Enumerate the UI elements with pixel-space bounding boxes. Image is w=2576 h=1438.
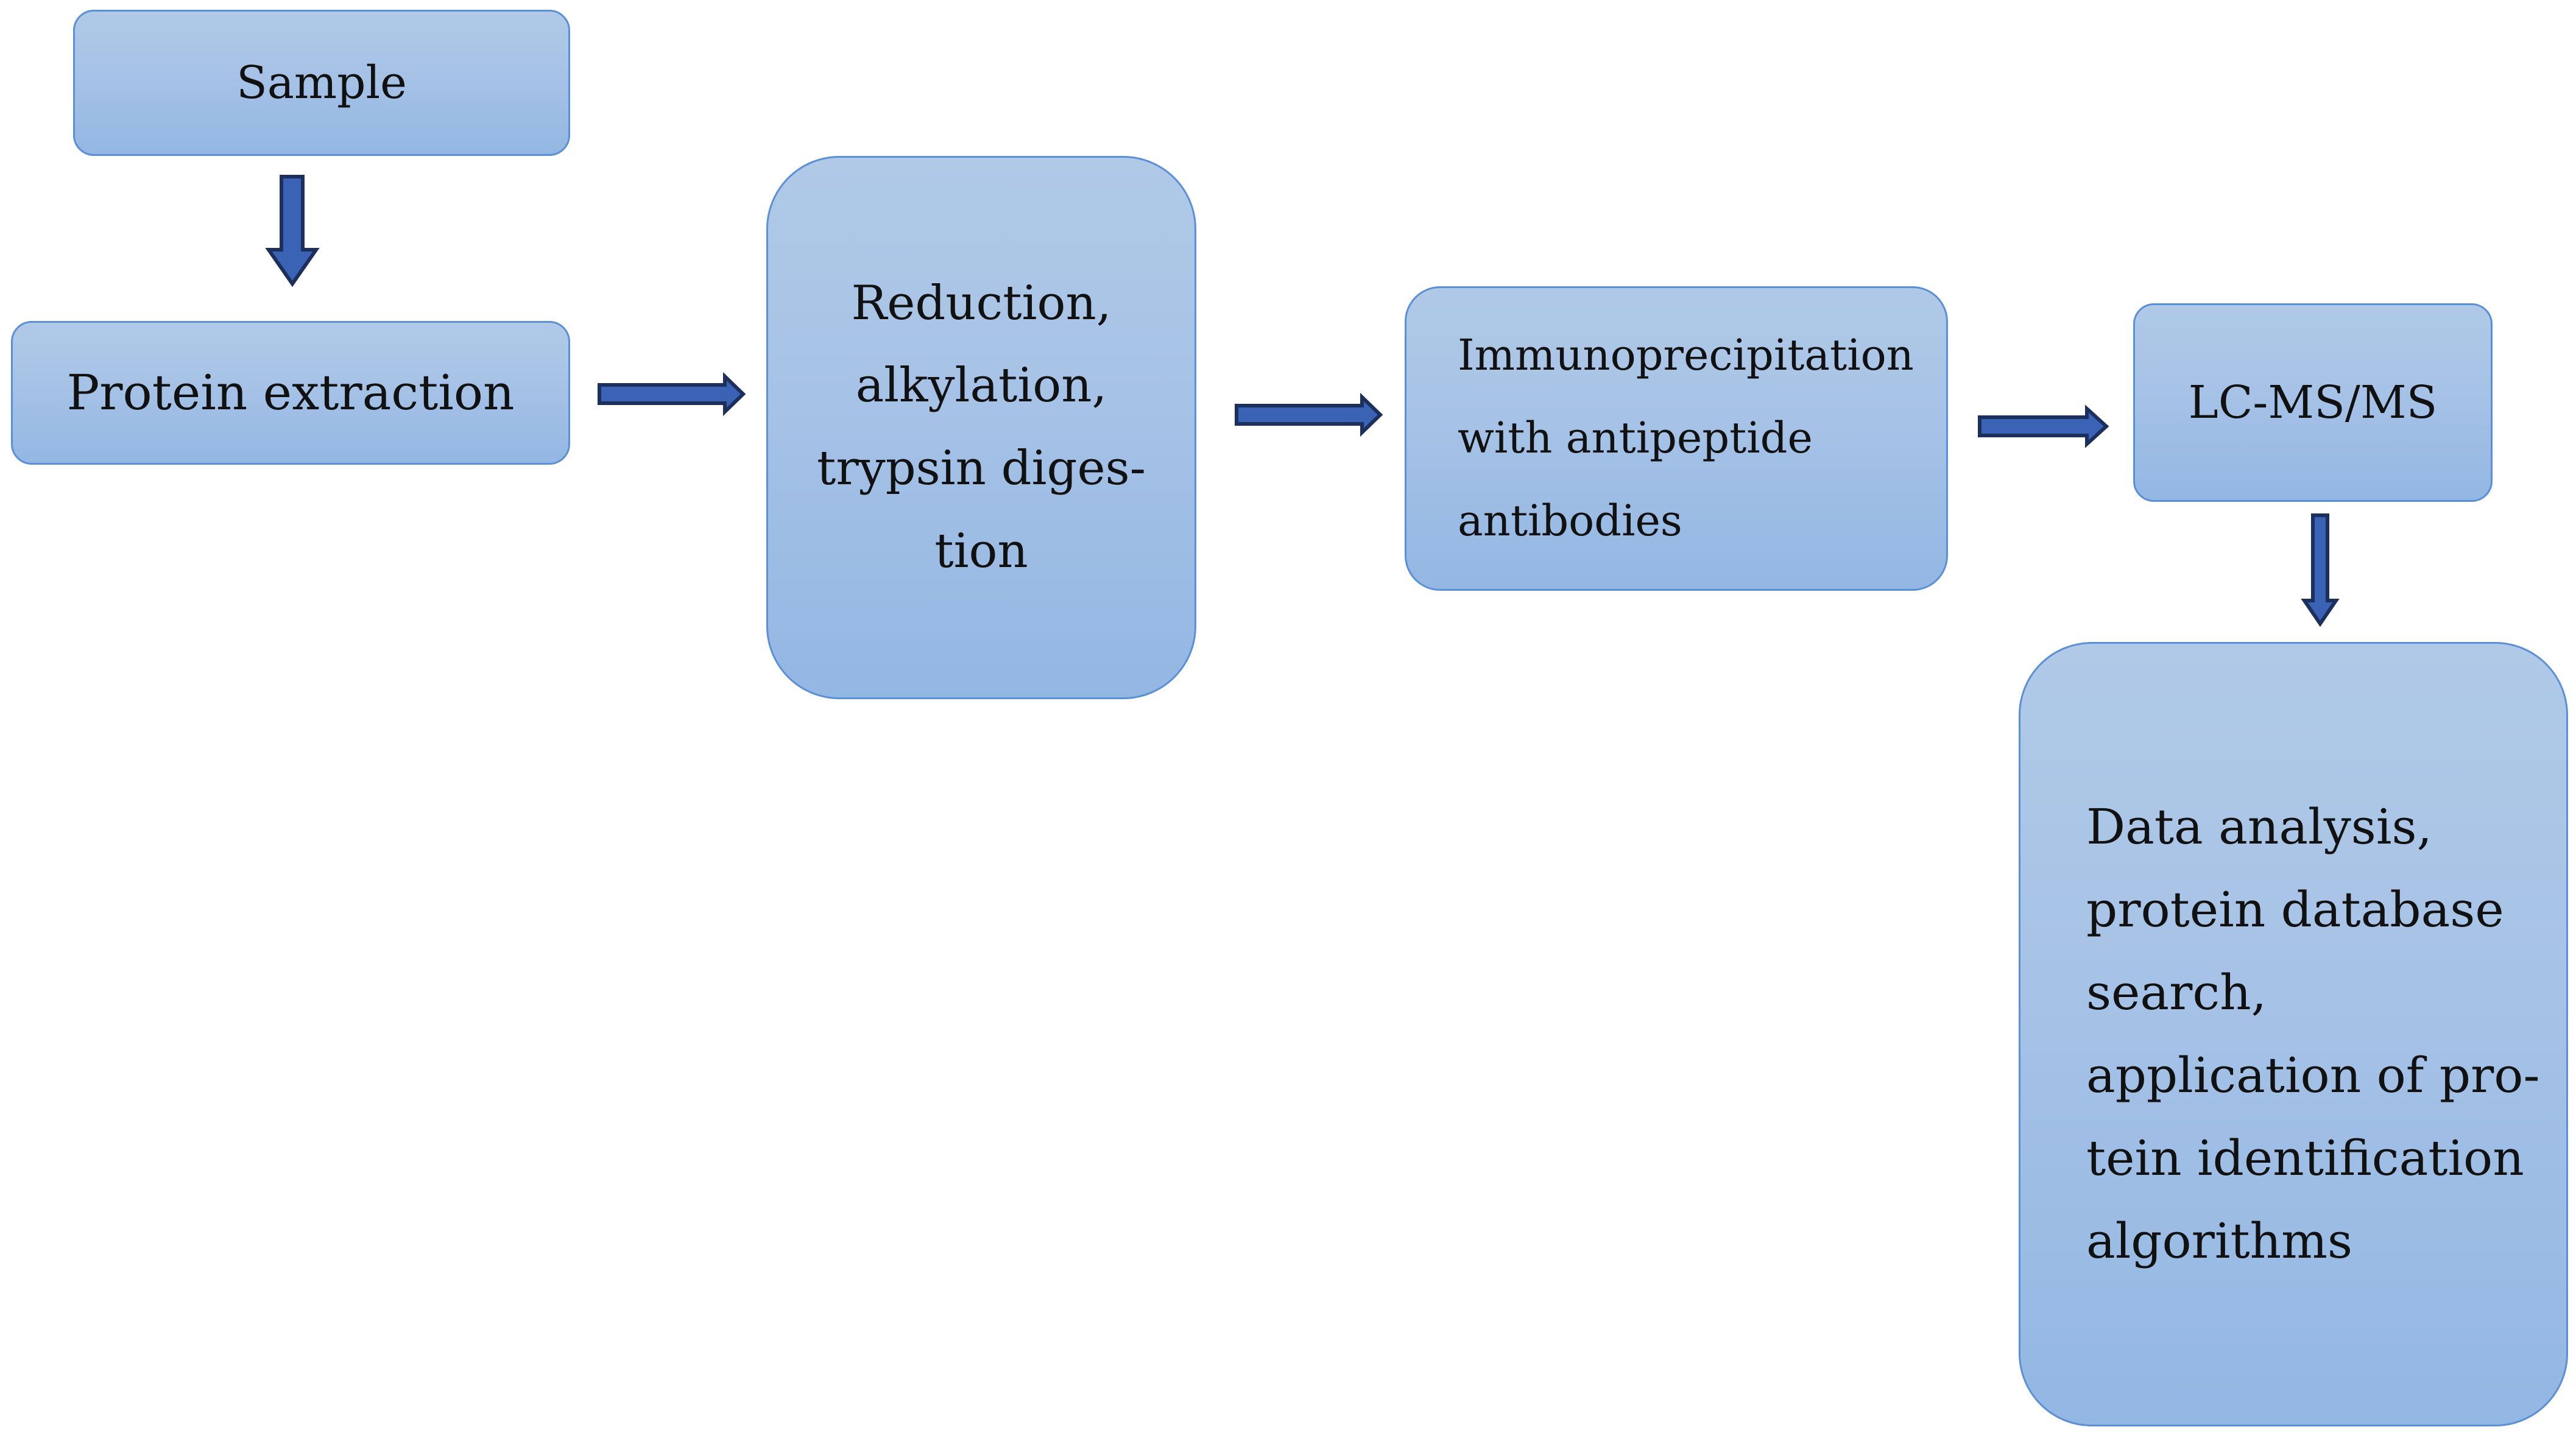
step-data-analysis-label: Data analysis, protein database search, … — [2086, 798, 2540, 1269]
arrow-reduction-to-immuno — [1235, 392, 1383, 437]
step-protein-extraction-label: Protein extraction — [66, 364, 515, 421]
arrow-immuno-to-lcms — [1978, 404, 2109, 448]
step-lc-ms-ms-label: LC-MS/MS — [2188, 376, 2438, 429]
step-sample: Sample — [73, 10, 570, 156]
step-immunoprecipitation: Immunoprecipitation with antipeptide ant… — [1405, 286, 1948, 591]
arrow-lcms-to-analysis — [2301, 513, 2340, 627]
step-reduction-label: Reduction, alkylation, trypsin diges- ti… — [817, 275, 1146, 579]
step-sample-label: Sample — [236, 56, 407, 109]
step-immunoprecipitation-label: Immunoprecipitation with antipeptide ant… — [1458, 330, 1914, 546]
step-protein-extraction: Protein extraction — [11, 321, 570, 465]
arrow-sample-to-extraction — [265, 175, 320, 287]
step-data-analysis: Data analysis, protein database search, … — [2019, 642, 2568, 1426]
step-reduction-alkylation-digestion: Reduction, alkylation, trypsin diges- ti… — [766, 156, 1196, 699]
step-lc-ms-ms: LC-MS/MS — [2133, 303, 2493, 502]
arrow-extraction-to-reduction — [598, 372, 746, 417]
